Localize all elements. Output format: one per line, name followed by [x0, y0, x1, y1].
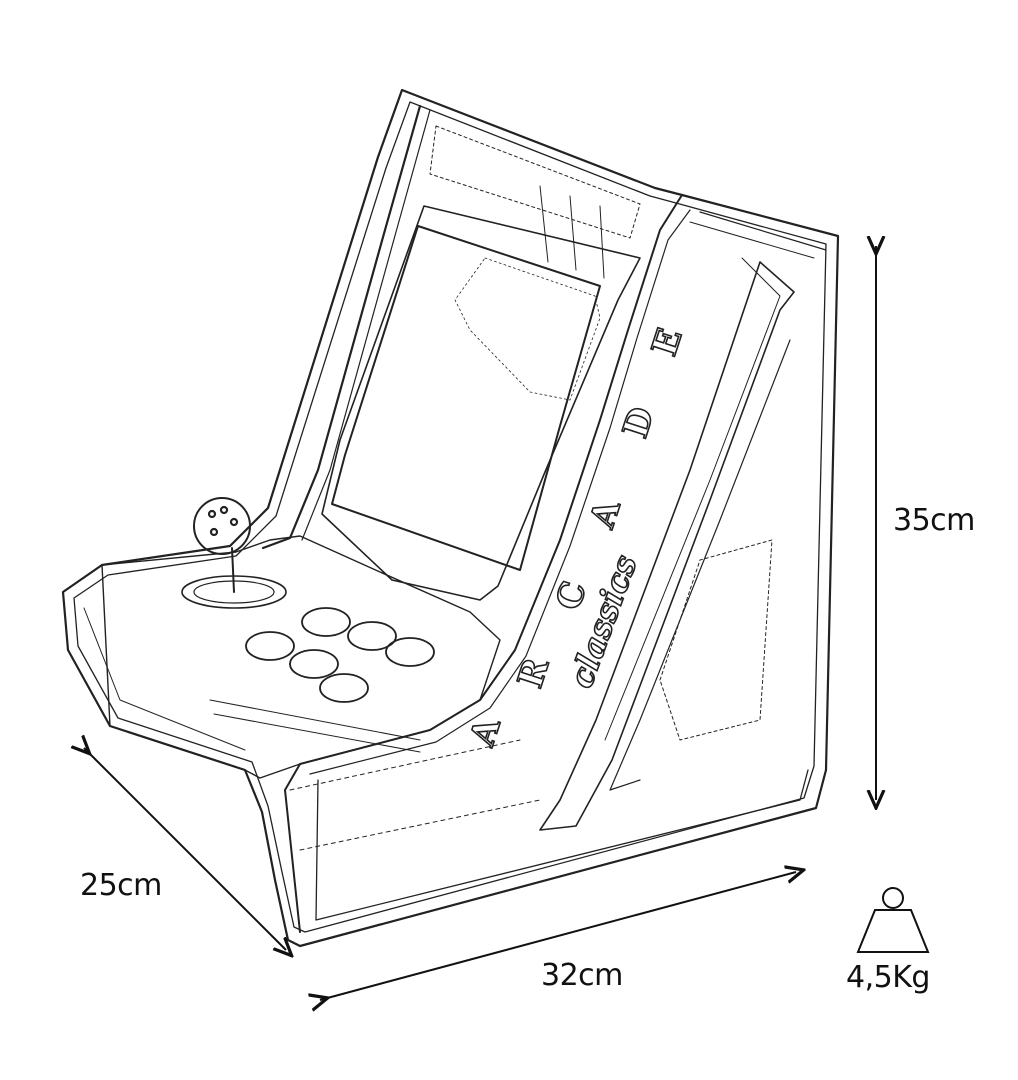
marquee-letter: R: [511, 653, 558, 693]
weight-icon: [856, 887, 930, 953]
depth-label: 25cm: [80, 868, 162, 903]
marquee-letter: E: [645, 324, 691, 361]
button: [385, 637, 435, 667]
button: [245, 631, 295, 661]
weight-label: 4,5Kg: [846, 960, 930, 995]
joystick-icon: [181, 497, 287, 609]
screen-bezel: [321, 205, 641, 601]
height-label: 35cm: [893, 503, 975, 538]
side-panel: [261, 104, 422, 550]
button: [289, 649, 339, 679]
marquee-letter: A: [582, 495, 629, 534]
front-lower-panel: [289, 739, 541, 851]
marquee-text: A R C A D E classics: [461, 323, 691, 753]
action-buttons: [245, 607, 435, 703]
button: [301, 607, 351, 637]
cabinet-drawing: [61, 88, 840, 948]
marquee-letter: D: [616, 402, 663, 442]
depth-arrow: [84, 748, 286, 950]
width-label: 32cm: [541, 958, 623, 993]
marquee-strip: [539, 261, 795, 831]
button: [347, 621, 397, 651]
button: [319, 673, 369, 703]
marquee-letter: A: [462, 713, 509, 752]
front-panel: [284, 194, 683, 933]
cabinet-outline-inner: [73, 101, 827, 933]
game-screen: [331, 225, 601, 571]
width-arrow: [320, 872, 796, 1000]
